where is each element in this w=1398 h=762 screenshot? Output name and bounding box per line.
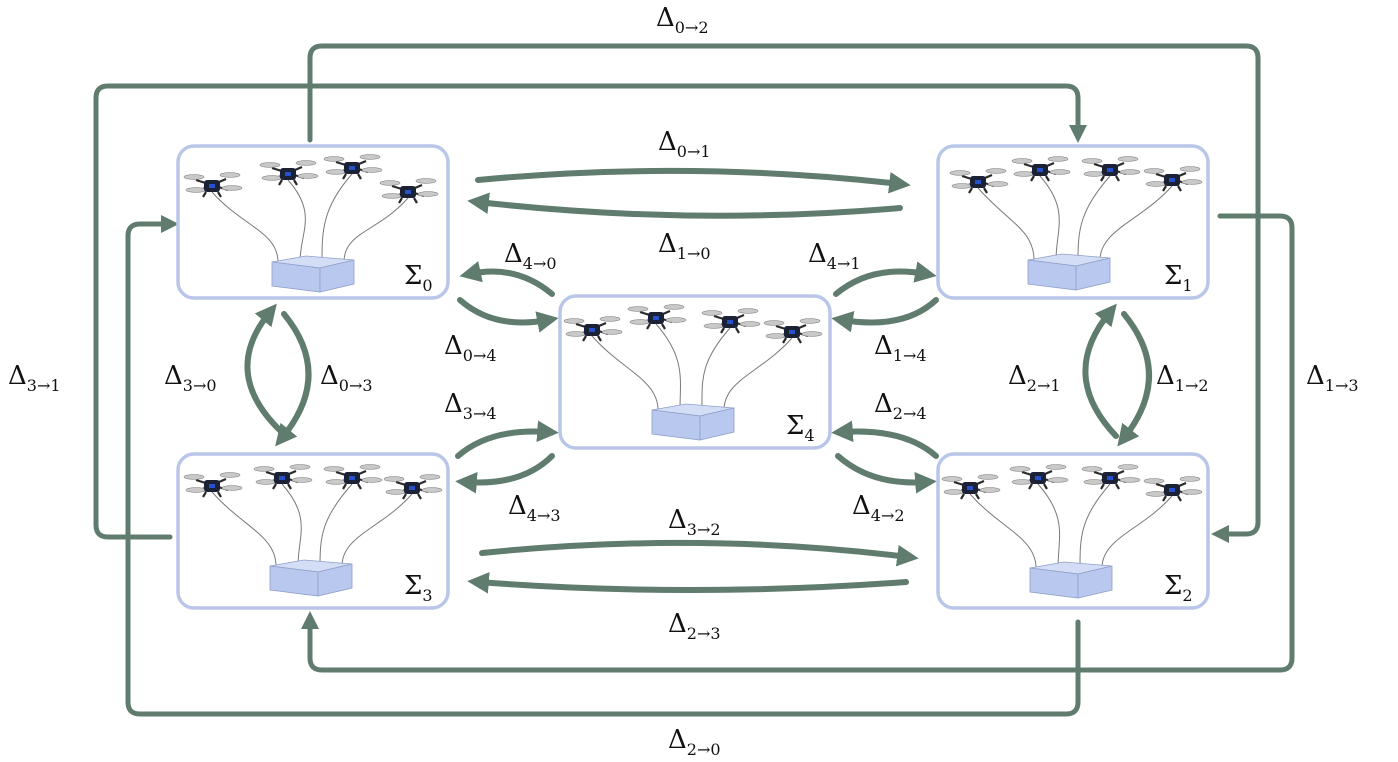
quadrotor-drone-icon xyxy=(949,168,1009,194)
quadrotor-drone-icon xyxy=(1011,156,1071,182)
tether-cable xyxy=(341,493,413,567)
arrow-2-to-4 xyxy=(831,420,939,459)
tether-cable xyxy=(1077,175,1111,261)
tether-cable xyxy=(321,173,353,263)
label-delta-4-0: Δ4→0 xyxy=(504,239,557,273)
arrow-1-to-0 xyxy=(467,192,903,219)
quadrotor-drone-icon xyxy=(323,464,383,490)
payload-box-icon xyxy=(651,403,735,441)
arrow-2-to-3 xyxy=(467,572,909,594)
label-delta-3-4: Δ3→4 xyxy=(444,389,497,423)
payload-box-icon xyxy=(1027,253,1111,291)
label-delta-2-3: Δ2→3 xyxy=(668,609,721,643)
label-delta-1-3: Δ1→3 xyxy=(1306,361,1359,395)
state-box-border xyxy=(936,452,1210,610)
arrow-0-to-2 xyxy=(307,43,1261,543)
tether-cable xyxy=(211,491,277,567)
arrow-4-to-1 xyxy=(833,261,937,297)
tether-cable xyxy=(1101,495,1173,569)
state-label-sigma-3: Σ3 xyxy=(404,571,433,605)
label-delta-3-1: Δ3→1 xyxy=(8,361,61,395)
arrow-1-to-3 xyxy=(301,213,1295,673)
label-delta-0-1: Δ0→1 xyxy=(658,127,711,161)
label-delta-2-1: Δ2→1 xyxy=(1008,361,1061,395)
quadrotor-drone-icon xyxy=(563,316,623,342)
arrow-3-to-0 xyxy=(244,303,289,439)
state-label-sigma-0: Σ0 xyxy=(404,261,433,295)
arrow-1-to-2 xyxy=(1117,311,1152,447)
tether-cable xyxy=(723,337,793,411)
label-delta-1-0: Δ1→0 xyxy=(658,229,711,263)
state-box-sigma-0: Σ0 xyxy=(176,144,450,300)
quadrotor-drone-icon xyxy=(1081,156,1141,182)
label-delta-4-3: Δ4→3 xyxy=(508,491,561,525)
quadrotor-drone-icon xyxy=(1009,464,1069,490)
tether-cable xyxy=(1039,175,1060,261)
label-delta-1-4: Δ1→4 xyxy=(874,331,927,365)
arrow-3-to-4 xyxy=(455,420,559,459)
quadrotor-drone-icon xyxy=(627,304,687,330)
state-box-sigma-4: Σ4 xyxy=(558,294,832,450)
arrow-0-to-1 xyxy=(475,167,911,194)
arrow-2-to-0 xyxy=(125,215,1081,717)
arrow-4-to-2 xyxy=(835,453,937,494)
label-delta-3-2: Δ3→2 xyxy=(668,505,721,539)
quadrotor-drone-icon xyxy=(1081,464,1141,490)
tether-cable xyxy=(1037,483,1061,569)
arrow-3-to-1 xyxy=(93,83,1087,540)
payload-box-icon xyxy=(271,255,355,293)
label-delta-0-2: Δ0→2 xyxy=(656,3,709,37)
quadrotor-drone-icon xyxy=(941,474,1001,500)
quadrotor-drone-icon xyxy=(379,178,439,204)
quadrotor-drone-icon xyxy=(1143,476,1203,502)
tether-cable xyxy=(319,483,353,567)
label-delta-4-1: Δ4→1 xyxy=(808,239,861,273)
tether-cable xyxy=(1099,185,1173,261)
quadrotor-drone-icon xyxy=(323,154,383,180)
label-delta-0-3: Δ0→3 xyxy=(320,361,373,395)
quadrotor-drone-icon xyxy=(701,308,761,334)
arrow-3-to-2 xyxy=(479,539,919,567)
tether-cable xyxy=(343,197,409,263)
quadrotor-drone-icon xyxy=(383,474,443,500)
quadrotor-drone-icon xyxy=(253,464,313,490)
arrow-0-to-4 xyxy=(457,297,559,333)
quadrotor-drone-icon xyxy=(259,160,319,186)
quadrotor-drone-icon xyxy=(183,172,243,198)
label-delta-2-0: Δ2→0 xyxy=(668,725,721,759)
state-label-sigma-4: Σ4 xyxy=(786,411,815,445)
state-box-border xyxy=(176,452,450,610)
tether-cable xyxy=(591,335,659,411)
tether-cable xyxy=(655,323,681,411)
label-delta-3-0: Δ3→0 xyxy=(164,361,217,395)
label-delta-0-4: Δ0→4 xyxy=(444,331,497,365)
quadrotor-drone-icon xyxy=(763,318,823,344)
payload-box-icon xyxy=(269,559,353,597)
payload-box-icon xyxy=(1029,561,1113,599)
tether-cable xyxy=(211,191,279,263)
state-label-sigma-2: Σ2 xyxy=(1164,571,1193,605)
state-label-sigma-1: Σ1 xyxy=(1164,261,1193,295)
tether-cable xyxy=(287,179,306,263)
tether-cable xyxy=(969,493,1037,569)
quadrotor-drone-icon xyxy=(1143,166,1203,192)
state-box-border xyxy=(558,294,832,450)
tether-cable xyxy=(1079,483,1111,569)
tether-cable xyxy=(281,483,302,567)
state-box-sigma-2: Σ2 xyxy=(936,452,1210,610)
quadrotor-drone-icon xyxy=(183,472,243,498)
arrow-0-to-3 xyxy=(275,311,312,447)
label-delta-1-2: Δ1→2 xyxy=(1156,361,1209,395)
arrow-4-to-3 xyxy=(455,453,555,494)
arrow-1-to-4 xyxy=(831,297,939,333)
tether-cable xyxy=(701,327,731,411)
tether-cable xyxy=(977,187,1035,261)
label-delta-2-4: Δ2→4 xyxy=(874,389,927,423)
arrow-2-to-1 xyxy=(1082,303,1119,439)
state-box-sigma-1: Σ1 xyxy=(936,144,1210,300)
arrow-4-to-0 xyxy=(459,261,555,297)
label-delta-4-2: Δ4→2 xyxy=(852,491,905,525)
state-box-sigma-3: Σ3 xyxy=(176,452,450,610)
